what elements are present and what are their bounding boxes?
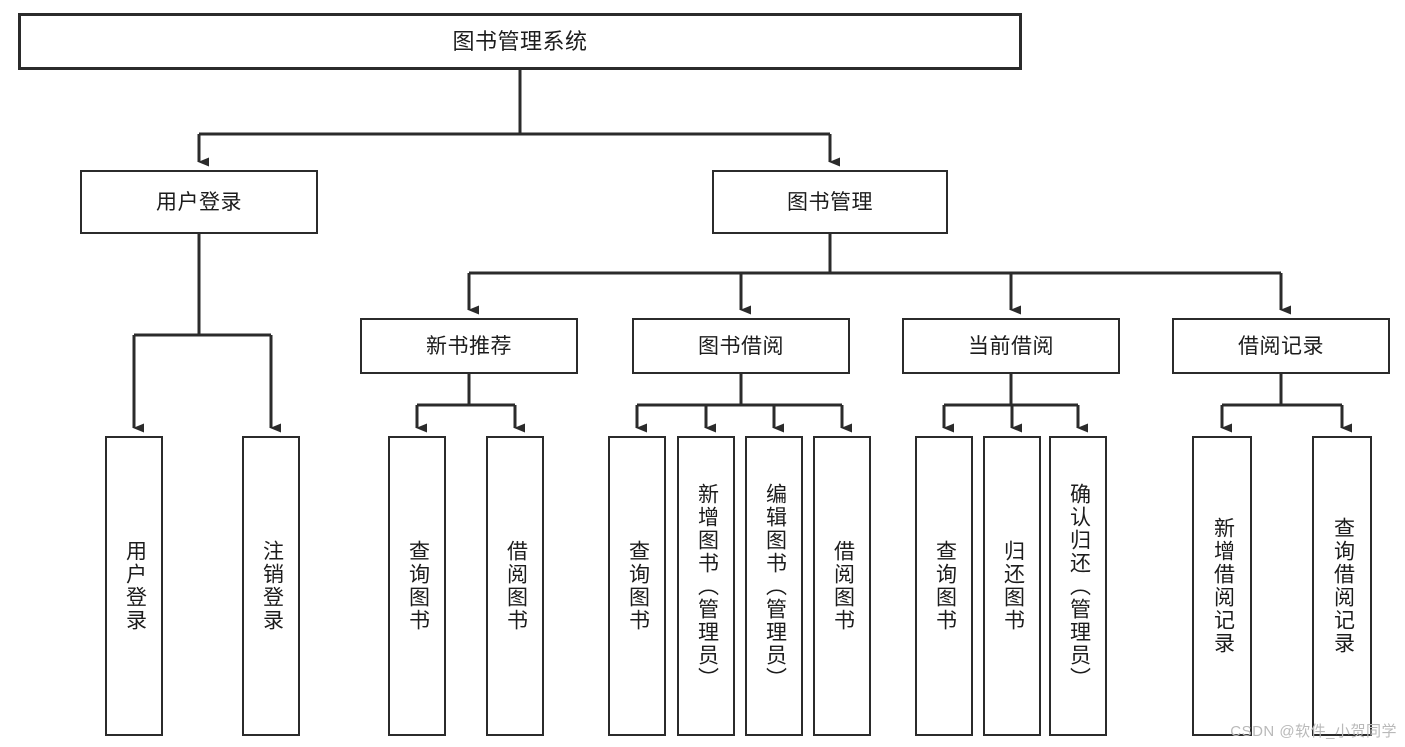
- leaf-node-label: 编辑图书（管理员）: [763, 482, 787, 690]
- node-current-borrow[interactable]: 当前借阅: [902, 318, 1120, 374]
- node-new-book-recommend-label: 新书推荐: [426, 334, 512, 358]
- leaf-node[interactable]: 查询图书: [915, 436, 973, 736]
- leaf-node[interactable]: 查询图书: [388, 436, 446, 736]
- leaf-node-label: 借阅图书: [831, 540, 855, 632]
- leaf-node[interactable]: 新增图书（管理员）: [677, 436, 735, 736]
- leaf-node[interactable]: 归还图书: [983, 436, 1041, 736]
- node-book-management-label: 图书管理: [787, 190, 873, 214]
- leaf-node[interactable]: 确认归还（管理员）: [1049, 436, 1107, 736]
- leaf-node[interactable]: 新增借阅记录: [1192, 436, 1252, 736]
- watermark: CSDN @软件_小贺同学: [1230, 723, 1397, 740]
- leaf-node[interactable]: 借阅图书: [813, 436, 871, 736]
- node-borrow-record[interactable]: 借阅记录: [1172, 318, 1390, 374]
- leaf-node[interactable]: 注销登录: [242, 436, 300, 736]
- leaf-node-label: 查询图书: [406, 540, 430, 632]
- leaf-node[interactable]: 查询图书: [608, 436, 666, 736]
- leaf-node-label: 注销登录: [260, 540, 284, 632]
- node-current-borrow-label: 当前借阅: [968, 334, 1054, 358]
- leaf-node-label: 新增借阅记录: [1211, 517, 1235, 655]
- node-borrow-record-label: 借阅记录: [1238, 334, 1324, 358]
- leaf-node[interactable]: 查询借阅记录: [1312, 436, 1372, 736]
- leaf-node[interactable]: 借阅图书: [486, 436, 544, 736]
- node-book-management[interactable]: 图书管理: [712, 170, 948, 234]
- leaf-node[interactable]: 编辑图书（管理员）: [745, 436, 803, 736]
- node-root[interactable]: 图书管理系统: [18, 13, 1022, 70]
- leaf-node-label: 确认归还（管理员）: [1067, 482, 1091, 690]
- node-root-label: 图书管理系统: [452, 28, 588, 54]
- node-user-login[interactable]: 用户登录: [80, 170, 318, 234]
- leaf-node[interactable]: 用户登录: [105, 436, 163, 736]
- node-book-borrow-label: 图书借阅: [698, 334, 784, 358]
- leaf-node-label: 查询图书: [626, 540, 650, 632]
- node-new-book-recommend[interactable]: 新书推荐: [360, 318, 578, 374]
- leaf-node-label: 查询图书: [933, 540, 957, 632]
- node-user-login-label: 用户登录: [156, 190, 242, 214]
- leaf-node-label: 归还图书: [1001, 540, 1025, 632]
- leaf-node-label: 借阅图书: [504, 540, 528, 632]
- leaf-node-label: 查询借阅记录: [1331, 517, 1355, 655]
- leaf-node-label: 用户登录: [123, 540, 147, 632]
- node-book-borrow[interactable]: 图书借阅: [632, 318, 850, 374]
- leaf-node-label: 新增图书（管理员）: [695, 482, 719, 690]
